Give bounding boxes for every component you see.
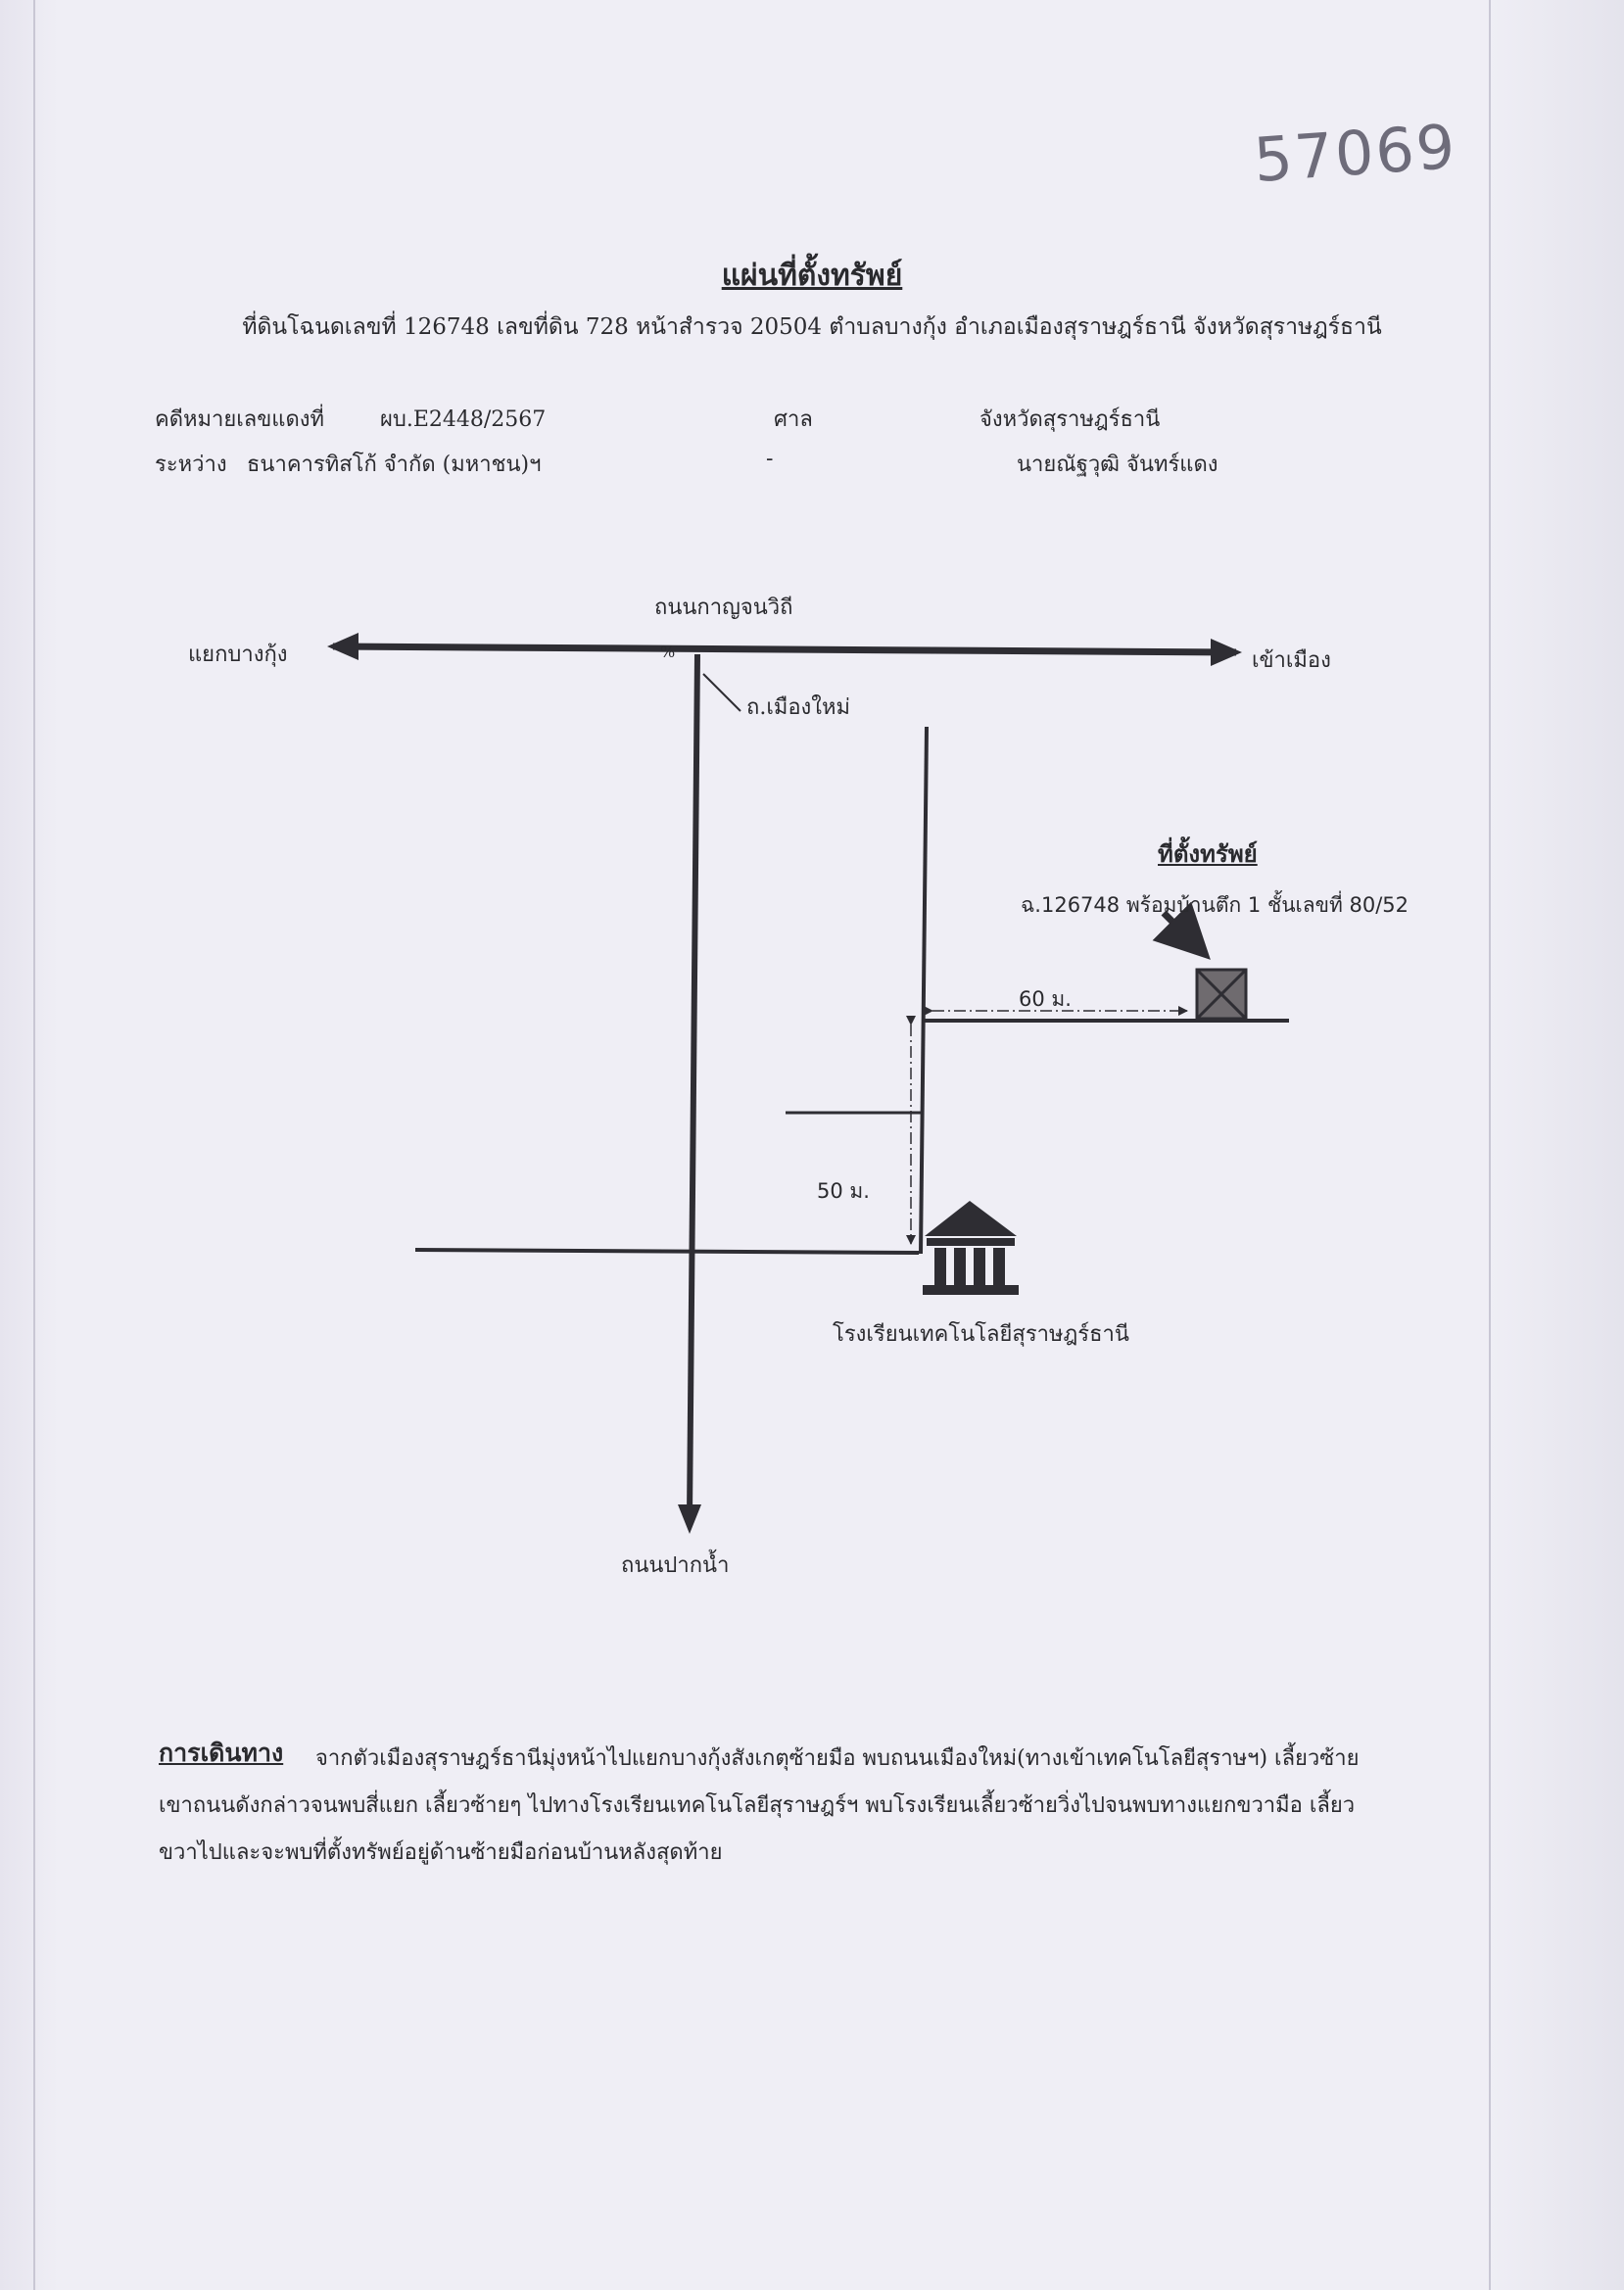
page-title: แผ่นที่ตั้งทรัพย์ — [721, 259, 903, 293]
distance-60m-label: 60 ม. — [1019, 987, 1072, 1011]
road-pak-nam — [687, 653, 700, 1517]
page-edge-line — [1489, 0, 1491, 2290]
school-building-icon — [923, 1201, 1019, 1295]
school-label: โรงเรียนเทคโนโลยีสุราษฎร์ธานี — [833, 1322, 1129, 1347]
between-label: ระหว่าง — [155, 453, 227, 477]
side-road-leader — [702, 673, 741, 712]
property-description: ฉ.126748 พร้อมบ้านตึก 1 ชั้นเลขที่ 80/52 — [1021, 893, 1409, 917]
left-direction-label: แยกบางกุ้ง — [188, 643, 288, 667]
side-road-label: ถ.เมืองใหม่ — [746, 695, 851, 720]
cross-road — [414, 1248, 920, 1255]
route-description: จากตัวเมืองสุราษฎร์ธานีมุ่งหน้าไปแยกบางก… — [159, 1746, 1360, 1865]
main-road-kanchanawithi — [332, 643, 1237, 656]
arrow-down-icon — [678, 1504, 701, 1534]
route-heading: การเดินทาง — [159, 1739, 284, 1767]
case-number: ผบ.E2448/2567 — [380, 407, 547, 432]
court-label: ศาล — [774, 407, 813, 432]
soi-road-vertical — [919, 726, 929, 1255]
defendant-name: นายณัฐวุฒิ จันทร์แดง — [1017, 453, 1218, 477]
case-label: คดีหมายเลขแดงที่ — [155, 407, 325, 432]
plaintiff-name: ธนาคารทิสโก้ จำกัด (มหาชน)ฯ — [247, 453, 542, 477]
party-dash: - — [766, 447, 774, 471]
page-edge-line — [33, 0, 35, 2290]
pct-mark: % — [660, 643, 676, 661]
property-pointer-arrow — [1152, 901, 1211, 960]
right-direction-label: เข้าเมือง — [1252, 648, 1331, 673]
arrow-left-icon — [327, 633, 358, 660]
bottom-road-label: ถนนปากน้ำ — [621, 1553, 730, 1578]
deed-subtitle: ที่ดินโฉนดเลขที่ 126748 เลขที่ดิน 728 หน… — [242, 314, 1382, 340]
arrow-right-icon — [1211, 639, 1242, 666]
main-road-label: ถนนกาญจนวิถี — [654, 596, 793, 620]
distance-50m-label: 50 ม. — [817, 1179, 870, 1203]
property-title: ที่ตั้งทรัพย์ — [1158, 839, 1258, 868]
court-name: จังหวัดสุราษฎร์ธานี — [979, 407, 1161, 432]
property-house-icon — [1195, 968, 1248, 1021]
